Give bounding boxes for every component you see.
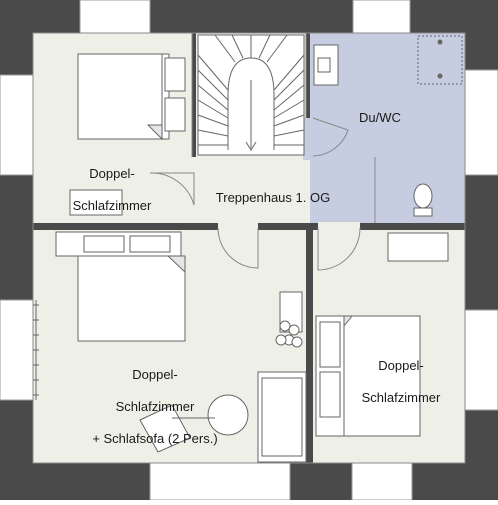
room-label-top-left-line1: Doppel- [89,166,135,181]
room-label-right-line2: Schlafzimmer [361,390,441,405]
shower-icon [417,35,463,85]
room-label-bottom-left-line1: Doppel- [132,367,178,382]
room-label-bottom-left-line2: Schlafzimmer [115,399,195,414]
room-label-bottom-left-line3: + Schlafsofa (2 Pers.) [92,431,218,446]
hall-door-bottom-swing [217,227,259,269]
toilet-icon [413,183,433,217]
room-label-right: Doppel- Schlafzimmer [346,342,456,406]
radiator-icon [33,300,39,400]
room-label-top-left-line2: Schlafzimmer [72,198,152,213]
bed-icon [55,231,186,342]
hall-door-left-swing [149,172,195,206]
sink-icon [313,44,339,86]
door-openings [150,157,360,231]
hall-door-right-swing [317,227,361,271]
room-label-bathroom-text: Du/WC [359,110,401,125]
bath-door-swing [312,117,349,157]
room-label-bathroom: Du/WC [340,94,420,126]
chair-icon [139,404,215,453]
room-label-bottom-left: Doppel- Schlafzimmer + Schlafsofa (2 Per… [60,351,250,447]
interior-walls [32,32,466,464]
bed-icon [315,315,421,437]
room-label-stairwell: Treppenhaus 1. OG [205,174,341,206]
floor-lamp-icon [207,394,249,436]
room-label-stairwell-text: Treppenhaus 1. OG [215,190,331,205]
bed-icon [77,53,170,141]
sofa-icon [257,371,307,463]
nightstand-icon [69,57,186,216]
room-label-top-left: Doppel- Schlafzimmer [50,150,174,214]
bath-door-opening [303,118,313,160]
wardrobe-icon [387,232,449,262]
staircase-icon [197,34,305,156]
plant-icon [275,291,303,348]
room-label-right-line1: Doppel- [378,358,424,373]
